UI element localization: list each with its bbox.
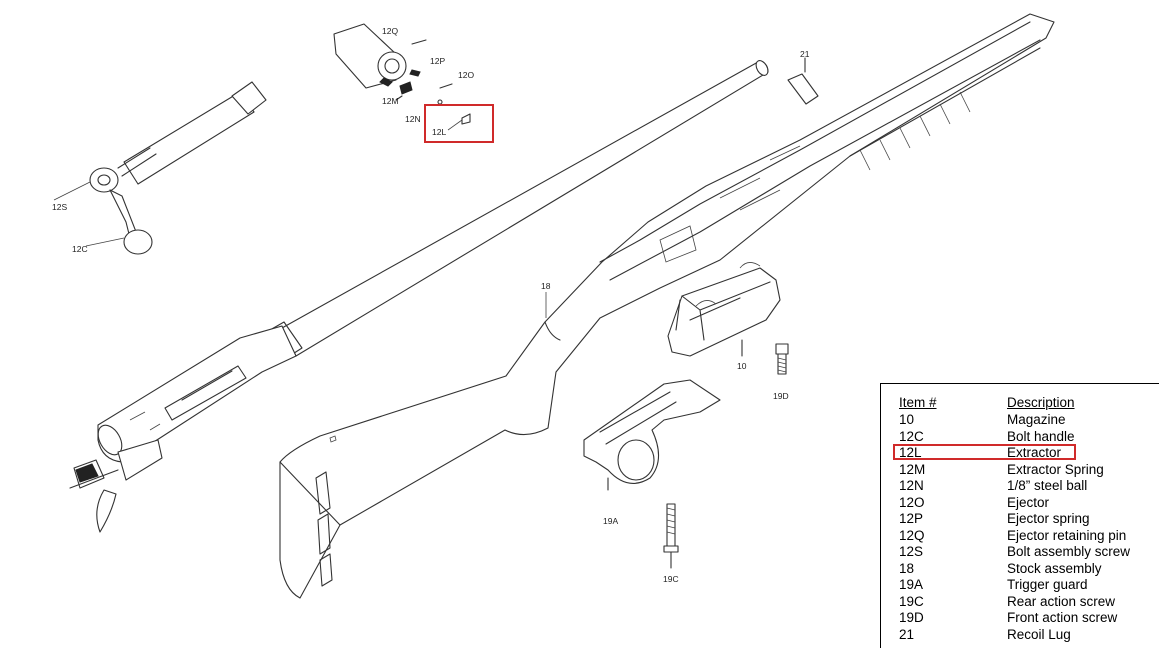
legend-item: 12O (899, 494, 925, 510)
action-receiver (97, 325, 297, 463)
legend-item: 18 (899, 560, 915, 576)
legend-description: Front action screw (1007, 610, 1118, 625)
trigger-guard (583, 379, 721, 491)
legend-row: 12P Ejector spring (881, 511, 1159, 527)
legend-description: Ejector (1007, 494, 1050, 510)
callout-12l: 12L (432, 127, 446, 137)
recoil-lug (787, 57, 819, 105)
bolt-assembly (89, 81, 267, 255)
legend-description: Bolt handle (1007, 428, 1075, 444)
legend-description: 1/8” steel ball (1007, 478, 1088, 493)
legend-item: 12C (899, 428, 924, 444)
legend-row: 19D Front action screw (881, 610, 1159, 626)
legend-description: Stock assembly (1007, 560, 1102, 576)
stock (279, 13, 1055, 599)
legend-description: Magazine (1007, 412, 1066, 427)
legend-description: Extractor (1007, 445, 1062, 460)
legend-row: 19A Trigger guard (881, 577, 1159, 593)
legend-item: 10 (899, 412, 915, 427)
legend-item: 21 (899, 626, 915, 642)
legend-row-highlighted: 12L Extractor (881, 445, 1159, 461)
barrel (269, 60, 769, 358)
legend-row: 21 Recoil Lug (881, 627, 1159, 643)
callout-12s: 12S (52, 202, 67, 212)
legend-row: 19C Rear action screw (881, 594, 1159, 610)
legend-description: Bolt assembly screw (1007, 544, 1131, 559)
callout-12c: 12C (72, 244, 88, 254)
legend-item: 12M (899, 461, 926, 477)
callout-19d: 19D (773, 391, 789, 401)
legend-header: Item # Description (881, 395, 1159, 411)
legend-row: 12O Ejector (881, 495, 1159, 511)
bolt-head-parts (333, 23, 471, 125)
legend-item: 12P (899, 511, 924, 526)
legend-row: 12N 1/8” steel ball (881, 478, 1159, 494)
callout-19c: 19C (663, 574, 679, 584)
legend-row: 18 Stock assembly (881, 561, 1159, 577)
legend-row: 12Q Ejector retaining pin (881, 528, 1159, 544)
callout-12q: 12Q (382, 26, 398, 36)
front-action-screw (775, 343, 789, 375)
legend-description: Extractor Spring (1007, 461, 1104, 477)
legend-row: 12S Bolt assembly screw (881, 544, 1159, 560)
legend-description: Rear action screw (1007, 593, 1116, 609)
rear-action-screw (663, 503, 679, 569)
parts-legend: Item # Description 10 Magazine 12C Bolt … (880, 383, 1159, 648)
legend-description: Ejector retaining pin (1007, 527, 1127, 543)
callout-12n: 12N (405, 114, 421, 124)
trigger-assembly (69, 439, 163, 533)
legend-description: Ejector spring (1007, 511, 1090, 526)
callout-21: 21 (800, 49, 810, 59)
legend-item: 12Q (899, 527, 925, 543)
magazine (667, 262, 781, 357)
callout-12p: 12P (430, 56, 445, 66)
legend-item: 12L (899, 445, 922, 460)
legend-row: 10 Magazine (881, 412, 1159, 428)
callout-12o: 12O (458, 70, 474, 80)
legend-highlight-box (893, 444, 1076, 460)
callout-18: 18 (541, 281, 551, 291)
legend-description: Recoil Lug (1007, 626, 1071, 642)
callout-10: 10 (737, 361, 747, 371)
callout-12m: 12M (382, 96, 399, 106)
callout-19a: 19A (603, 516, 618, 526)
legend-item: 12S (899, 544, 924, 559)
legend-header-description: Description (1007, 395, 1075, 410)
legend-item: 12N (899, 478, 924, 493)
legend-item: 19D (899, 610, 924, 625)
legend-item: 19C (899, 593, 924, 609)
legend-row: 12C Bolt handle (881, 429, 1159, 445)
highlight-box-12l (424, 104, 494, 143)
legend-item: 19A (899, 577, 924, 592)
legend-header-item: Item # (899, 395, 937, 410)
legend-row: 12M Extractor Spring (881, 462, 1159, 478)
legend-description: Trigger guard (1007, 577, 1088, 592)
